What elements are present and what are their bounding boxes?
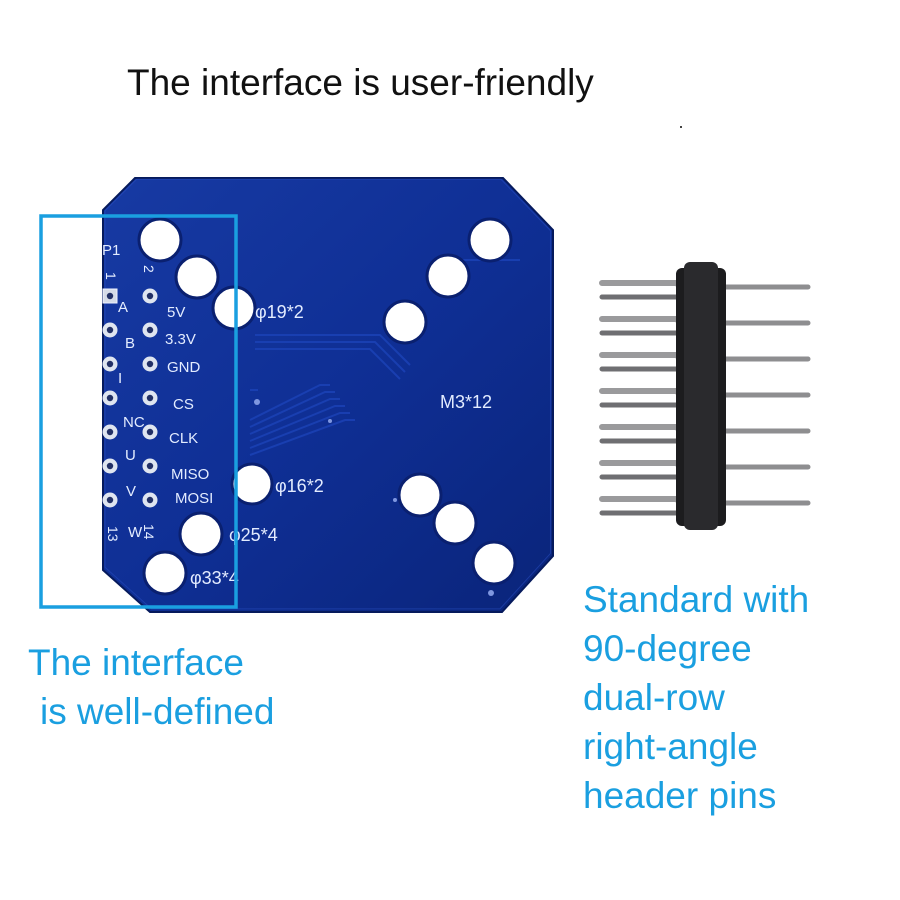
designator-label: P1 (102, 242, 120, 259)
round-pad (142, 322, 158, 338)
hole (178, 511, 224, 557)
hole (230, 462, 274, 506)
pin-number-1: 1 (103, 272, 119, 280)
headline: The interface is user-friendly (127, 62, 594, 103)
pin-number-2: 2 (141, 265, 157, 273)
right-pin-labels: 5V 3.3V GND CS CLK MISO MOSI (165, 304, 213, 507)
hole (471, 540, 517, 586)
hole (432, 500, 478, 546)
vias (254, 399, 494, 596)
round-pad (142, 288, 158, 304)
round-pad (142, 390, 158, 406)
pin-label-right: GND (167, 359, 201, 376)
round-pad (142, 424, 158, 440)
right-caption-line-3: dual-row (583, 677, 725, 718)
pin-label-right: MISO (171, 466, 209, 483)
pin-number-14: 14 (141, 524, 157, 540)
pin-header-pads (102, 288, 158, 508)
pin-label-left: W (128, 524, 143, 541)
round-pad (142, 356, 158, 372)
hole (174, 254, 220, 300)
left-caption-line-2: is well-defined (40, 691, 275, 732)
right-caption-line-4: right-angle (583, 726, 758, 767)
right-caption-line-2: 90-degree (583, 628, 752, 669)
hole (137, 217, 183, 263)
hole (397, 472, 443, 518)
pin-label-right: CLK (169, 430, 198, 447)
square-pad-pin-1 (102, 288, 118, 304)
hole (382, 299, 428, 345)
hole (211, 285, 257, 331)
header-plastic-body (676, 262, 726, 530)
left-caption: The interface is well-defined (28, 638, 274, 736)
round-pad (102, 458, 118, 474)
pin-label-left: B (125, 335, 135, 352)
pin-label-left: NC (123, 414, 145, 431)
hole (425, 253, 471, 299)
right-caption: Standard with 90-degree dual-row right-a… (583, 575, 809, 820)
right-caption-line-5: header pins (583, 775, 777, 816)
pin-number-13: 13 (105, 526, 121, 542)
pin-label-left: V (126, 483, 136, 500)
left-caption-line-1: The interface (28, 642, 244, 683)
pin-label-right: CS (173, 396, 194, 413)
pin-label-left: U (125, 447, 136, 464)
round-pad (102, 390, 118, 406)
round-pad (102, 356, 118, 372)
pin-label-left: A (118, 299, 128, 316)
round-pad (142, 492, 158, 508)
hole-label-16: φ16*2 (275, 476, 324, 496)
hole-label-25: φ25*4 (229, 525, 278, 545)
pin-label-right: MOSI (175, 490, 213, 507)
interface-highlight-box (39, 214, 238, 609)
round-pad (142, 458, 158, 474)
stray-dot (680, 126, 682, 128)
pin-label-left: I (118, 370, 122, 387)
pin-label-right: 5V (167, 304, 185, 321)
round-pad (102, 492, 118, 508)
round-pad (102, 424, 118, 440)
right-caption-line-1: Standard with (583, 579, 810, 620)
hole (467, 217, 513, 263)
hole (142, 550, 188, 596)
hole-label-19: φ19*2 (255, 302, 304, 322)
mounting-holes (137, 217, 517, 596)
hole-label-33: φ33*4 (190, 568, 239, 588)
pin-label-right: 3.3V (165, 331, 196, 348)
left-pin-labels: A B I NC U V W (118, 299, 145, 541)
round-pad (102, 322, 118, 338)
screw-label: M3*12 (440, 392, 492, 412)
